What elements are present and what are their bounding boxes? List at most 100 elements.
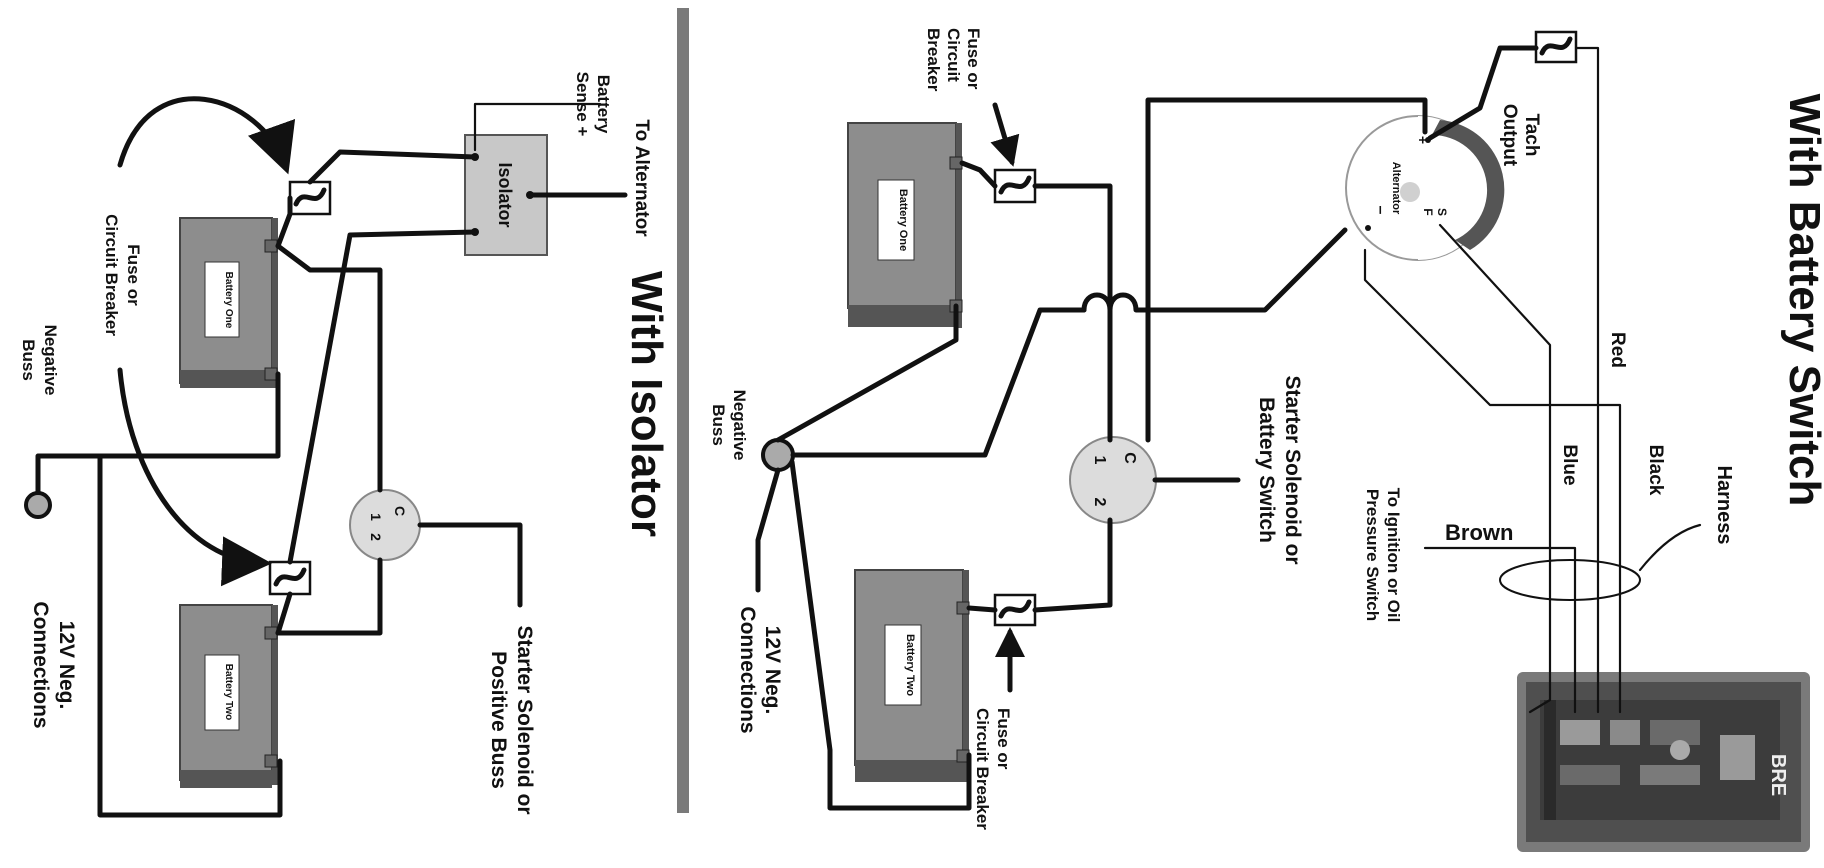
svg-text:Circuit Breaker: Circuit Breaker — [102, 214, 121, 336]
svg-text:Pressure Switch: Pressure Switch — [1363, 489, 1382, 621]
svg-text:Sense +: Sense + — [573, 72, 592, 137]
left-negative-buss-terminal — [24, 491, 52, 519]
battery-one-left-neg-terminal — [264, 367, 278, 381]
wire-neg-connections — [755, 467, 781, 593]
right-switch-common: C — [1121, 452, 1138, 464]
wire-bat1-fuse — [275, 195, 293, 249]
harness-loop — [1499, 559, 1641, 601]
battery-two-left-neg-terminal — [264, 754, 278, 768]
svg-text:Circuit: Circuit — [944, 28, 963, 82]
left-fuse-label: Fuse or Circuit Breaker — [102, 214, 143, 336]
svg-text:Fuse or: Fuse or — [124, 244, 143, 306]
svg-text:Starter Solenoid or: Starter Solenoid or — [513, 625, 536, 814]
wire-bat2-switch — [275, 557, 383, 636]
svg-text:Connections: Connections — [29, 601, 52, 728]
battery-switch-panel: With Battery Switch Battery One Battery … — [709, 28, 1824, 852]
svg-text:Red: Red — [1607, 332, 1628, 368]
battery-one-left: Battery One — [179, 217, 278, 388]
battery-switch-title: With Battery Switch — [1780, 94, 1824, 507]
tach-output-label: Tach Output — [1499, 104, 1542, 167]
svg-text:Tach: Tach — [1521, 114, 1542, 157]
svg-text:Buss: Buss — [709, 404, 728, 446]
arrow-fuse-bottom — [117, 367, 272, 587]
battery-two-left-label: Battery Two — [223, 664, 234, 721]
right-starter-label: Starter Solenoid or Battery Switch — [1255, 375, 1304, 564]
ignition-label: To Ignition or Oil Pressure Switch — [1363, 488, 1403, 623]
battery-one-right-label: Battery One — [897, 189, 909, 251]
svg-text:Output: Output — [1499, 104, 1520, 167]
wire-b2-fuse — [966, 605, 998, 613]
svg-text:Negative: Negative — [41, 325, 60, 396]
svg-text:Battery: Battery — [594, 75, 613, 134]
battery-one-right: Battery One — [847, 122, 963, 328]
left-switch-1: 1 — [368, 513, 384, 521]
wire-alt-fuse — [1427, 45, 1539, 141]
harness-pointer — [1638, 523, 1702, 572]
battery-two-left-pos-terminal — [264, 626, 278, 640]
svg-text:Starter Solenoid or: Starter Solenoid or — [1281, 375, 1304, 564]
isolator-title: With Isolator — [622, 271, 671, 537]
wire-fuse-isolator — [307, 149, 478, 185]
svg-text:Blue: Blue — [1559, 444, 1580, 485]
svg-text:Breaker: Breaker — [924, 28, 943, 92]
battery-two-right-label: Battery Two — [904, 634, 916, 696]
svg-text:12V Neg.: 12V Neg. — [55, 621, 78, 710]
svg-text:Fuse or: Fuse or — [994, 708, 1013, 770]
right-fuse-top-label: Fuse or Circuit Breaker — [924, 28, 983, 92]
left-fuse-top — [288, 180, 332, 216]
right-fuse-bottom — [993, 593, 1037, 627]
wire-battery-sense — [473, 102, 602, 152]
wire-b2-neg — [789, 459, 972, 811]
wire-red-label: Red — [1607, 332, 1628, 368]
svg-text:Harness: Harness — [1713, 466, 1735, 545]
right-negative-buss-label: Negative Buss — [709, 390, 749, 461]
left-switch: C 1 2 — [349, 489, 421, 561]
left-switch-2: 2 — [368, 533, 384, 541]
wire-brown — [1423, 546, 1577, 714]
right-switch-2: 2 — [1091, 498, 1108, 507]
left-switch-common: C — [392, 506, 408, 516]
wire-brown-label: Brown — [1445, 520, 1513, 545]
panel-divider — [677, 8, 689, 813]
alternator-s: S — [1435, 208, 1449, 216]
right-fuse-alternator — [1534, 30, 1578, 64]
isolator-panel-title: With Isolator — [622, 271, 671, 537]
left-neg-connections-label: 12V Neg. Connections — [29, 601, 78, 728]
right-fuse-bottom-label: Fuse or Circuit Breaker — [973, 708, 1013, 830]
svg-text:Negative: Negative — [730, 390, 749, 461]
svg-text:To Alternator: To Alternator — [631, 119, 652, 237]
wire-crossover-to-alt-neg — [1081, 227, 1348, 313]
wire-neg-bus — [35, 371, 281, 495]
left-fuse-bottom — [268, 560, 312, 596]
svg-text:Black: Black — [1645, 445, 1666, 496]
wire-fuse-switch1 — [1032, 183, 1113, 443]
svg-text:With Battery Switch: With Battery Switch — [1780, 94, 1824, 507]
wire-b1-neg — [775, 303, 959, 443]
harness-label: Harness — [1713, 466, 1735, 545]
arrow-fuse-top — [117, 96, 296, 175]
battery-two-right: Battery Two — [854, 569, 970, 782]
right-neg-connections-label: 12V Neg. Connections — [736, 606, 784, 733]
svg-text:To Ignition or Oil: To Ignition or Oil — [1384, 488, 1403, 623]
wire-black-label: Black — [1645, 445, 1666, 496]
wire-neg-alt — [790, 307, 1087, 458]
right-fuse-top — [993, 168, 1037, 204]
battery-sense-label: Battery Sense + — [573, 72, 613, 137]
wire-switch-starter — [417, 522, 523, 608]
wire-red — [1574, 46, 1600, 714]
svg-text:Positive Buss: Positive Buss — [487, 651, 510, 789]
wire-blue-label: Blue — [1559, 444, 1580, 485]
svg-text:Circuit Breaker: Circuit Breaker — [973, 708, 992, 830]
left-negative-buss-label: Negative Buss — [19, 325, 60, 396]
alternator-label: Alternator — [1390, 162, 1402, 215]
right-switch-1: 1 — [1091, 456, 1108, 465]
svg-text:Buss: Buss — [19, 339, 38, 381]
wire-bat2-fuse — [275, 591, 293, 636]
wire-fuse-isolator-2 — [287, 229, 478, 565]
regulator-logo: BRE — [1767, 754, 1789, 796]
wire-bat1-switch — [275, 243, 383, 493]
wire-black — [1363, 248, 1622, 714]
wire-b1-fuse — [959, 160, 998, 189]
isolator-label: Isolator — [495, 162, 515, 227]
